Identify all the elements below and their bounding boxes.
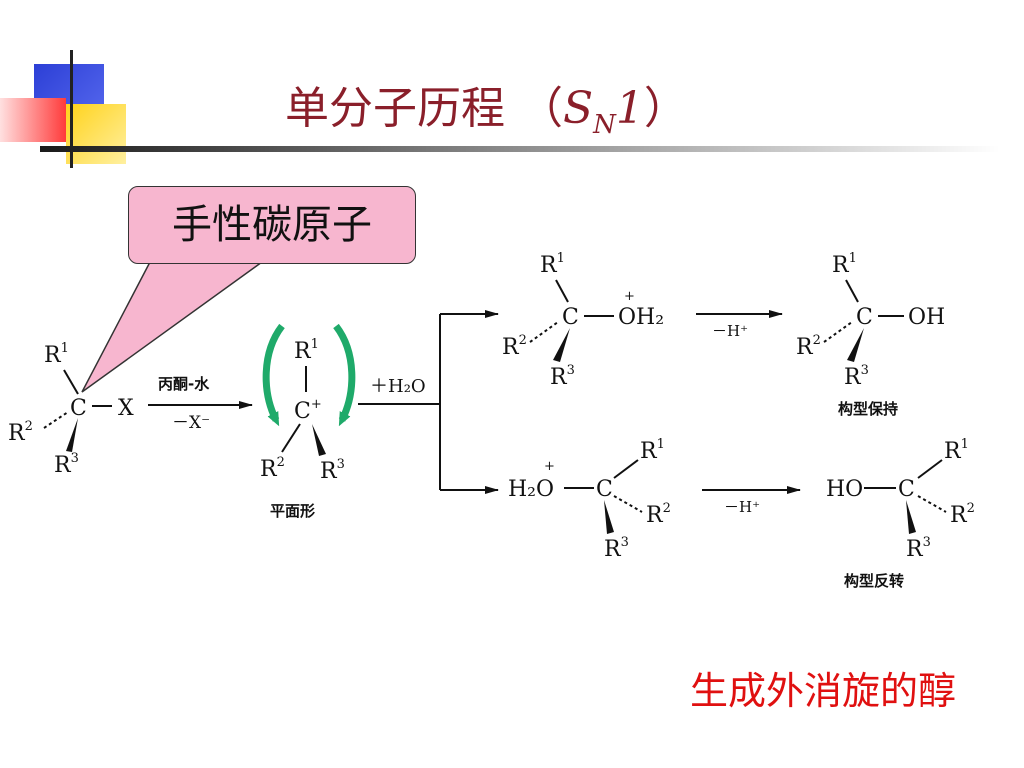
- cation-r1: R1: [294, 337, 319, 364]
- chiral-carbon-callout: [128, 186, 416, 264]
- title-chinese: 单分子历程: [285, 83, 505, 134]
- cation-carbon: C+: [294, 397, 322, 424]
- oxo-top-carbon: C: [562, 305, 579, 330]
- title-sn: S: [563, 83, 594, 134]
- conclusion-text: 生成外消旋的醇: [690, 669, 957, 713]
- inv-r3: R3: [906, 535, 931, 562]
- planar-label: 平面形: [270, 502, 315, 520]
- oxo-bot-carbon: C: [596, 477, 613, 502]
- oxo-top-r1: R1: [540, 251, 565, 278]
- minus-h-top: －H⁺: [712, 322, 748, 340]
- callout-text: 手性碳原子: [172, 202, 372, 248]
- title-paren-open: （: [519, 83, 563, 134]
- cation-r3: R3: [320, 457, 345, 484]
- substrate-r1: R1: [44, 341, 69, 368]
- substrate-carbon: C: [70, 396, 87, 421]
- title-sn-subscript: N: [593, 109, 616, 140]
- ret-r2: R2: [796, 333, 821, 360]
- title-paren-close: ）: [643, 83, 688, 134]
- reagent-bottom: －X⁻: [172, 413, 210, 433]
- oxonium-top: R1 C + OH₂ R2 R3: [502, 251, 664, 390]
- oxo-bot-r3: R3: [604, 535, 629, 562]
- ret-r1: R1: [832, 251, 857, 278]
- inversion-label: 构型反转: [844, 572, 904, 590]
- slide-title: 单分子历程 （SN1）: [285, 72, 688, 140]
- inv-r1: R1: [944, 437, 969, 464]
- substrate: R1 C X R2 R3: [8, 341, 134, 478]
- deco-red-bar: [0, 98, 66, 142]
- inversion-product: HO C R1 R2 R3 构型反转: [826, 437, 975, 590]
- oxonium-bottom: + H₂O C R1 R2 R3: [508, 437, 671, 562]
- substrate-leaving-group: X: [118, 396, 134, 421]
- inv-ho: HO: [826, 477, 863, 502]
- left-attack-arrow: [262, 323, 285, 427]
- title-rule: [40, 146, 1000, 152]
- oxo-bot-h2o: H₂O: [508, 477, 554, 502]
- callout-pointer: [81, 261, 265, 393]
- minus-h-bottom: －H⁺: [724, 498, 760, 516]
- title-one: 1: [615, 83, 644, 134]
- deco-vertical-line: [70, 50, 73, 168]
- oxo-top-r2: R2: [502, 333, 527, 360]
- oxo-bot-r2: R2: [646, 501, 671, 528]
- oxo-top-oh2: OH₂: [618, 305, 664, 330]
- deco-yellow-square: [66, 104, 126, 164]
- retention-product: R1 C OH R2 R3 构型保持: [796, 251, 945, 418]
- oxo-top-r3: R3: [550, 363, 575, 390]
- oxo-bot-r1: R1: [640, 437, 665, 464]
- carbocation: R1 C+ R2 R3 平面形: [260, 323, 356, 520]
- inv-carbon: C: [898, 477, 915, 502]
- substrate-r3: R3: [54, 451, 79, 478]
- cation-r2: R2: [260, 455, 285, 482]
- oxo-bot-plus: +: [544, 459, 555, 474]
- oxo-top-plus: +: [624, 289, 635, 304]
- reagent-top: 丙酮-水: [158, 375, 210, 393]
- ret-oh: OH: [908, 305, 945, 330]
- ret-carbon: C: [856, 305, 873, 330]
- plus-water: ＋H₂O: [370, 376, 426, 397]
- inv-r2: R2: [950, 501, 975, 528]
- right-attack-arrow: [333, 323, 356, 427]
- ret-r3: R3: [844, 363, 869, 390]
- retention-label: 构型保持: [838, 400, 898, 418]
- substrate-r2: R2: [8, 419, 33, 446]
